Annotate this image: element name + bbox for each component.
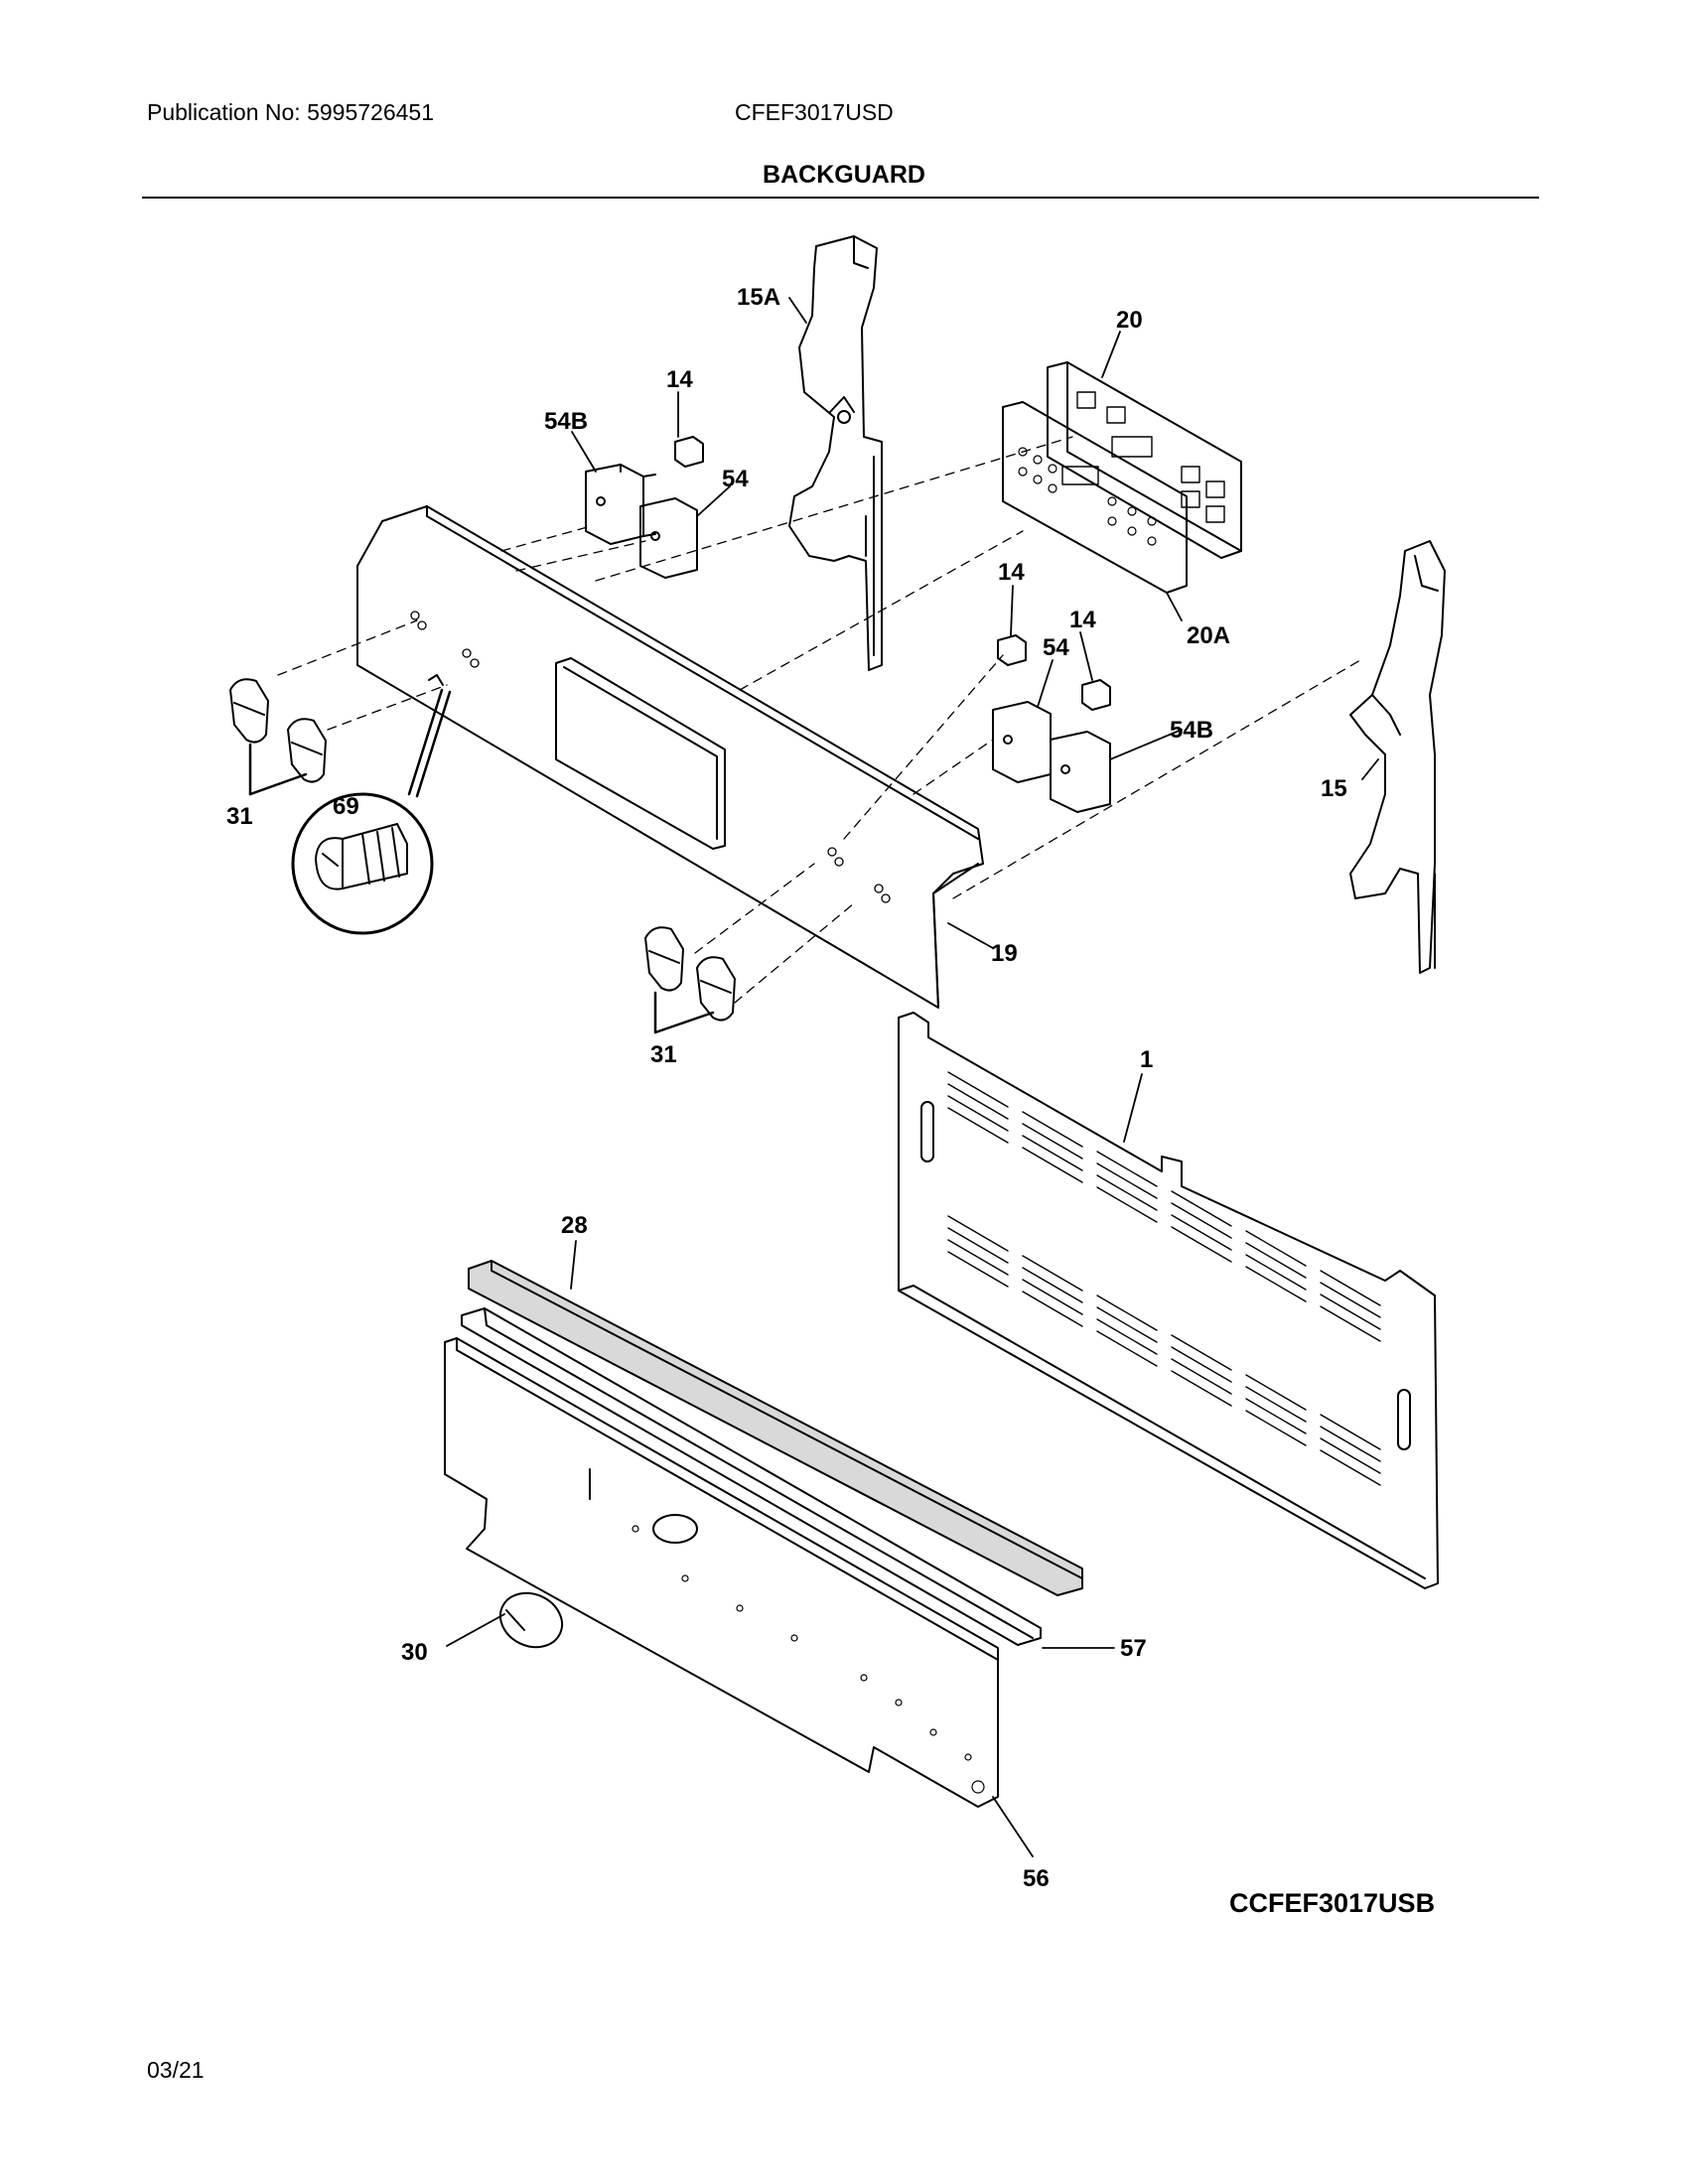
infinite-switch-54-lower	[992, 701, 1052, 783]
callout-labels: 15A 20 14 54B 54 14 14 54 20A 54B 15 31 …	[226, 284, 1347, 1892]
control-overlay-20A	[1002, 401, 1188, 594]
gasket-57	[461, 1307, 1042, 1646]
callout-54-upper: 54	[722, 466, 749, 492]
infinite-switch-54B-lower	[1050, 731, 1111, 813]
callout-54-lower: 54	[1043, 634, 1069, 661]
callout-31-upper: 31	[226, 803, 253, 830]
callout-15: 15	[1321, 775, 1347, 802]
callout-28: 28	[561, 1212, 588, 1239]
mounting-plate-56	[444, 1337, 999, 1808]
callout-15A: 15A	[737, 284, 780, 311]
callout-1: 1	[1140, 1046, 1153, 1073]
callout-20A: 20A	[1187, 622, 1230, 649]
side-bracket-right-15	[1349, 540, 1446, 974]
thermal-switch-14-lower-left	[997, 634, 1027, 666]
infinite-switch-54B-upper	[585, 464, 656, 545]
side-bracket-left-15A	[788, 235, 883, 671]
trim-strip-28	[468, 1260, 1083, 1596]
thermal-switch-14-lower-right	[1081, 679, 1111, 711]
rear-panel-1	[898, 1012, 1439, 1589]
model-number: CFEF3017USD	[735, 99, 894, 125]
footer-date: 03/21	[147, 2057, 205, 2083]
callout-14-lower-left: 14	[998, 559, 1025, 586]
assembly-guide-lines	[277, 436, 1361, 1004]
callout-14-lower-right: 14	[1069, 607, 1096, 633]
callout-57: 57	[1120, 1635, 1147, 1662]
control-knobs-31-lower	[644, 926, 736, 1022]
callout-30: 30	[401, 1639, 428, 1666]
infinite-switch-54-upper	[639, 497, 698, 579]
header-rule	[142, 197, 1539, 199]
leader-lines	[446, 297, 1379, 1857]
callout-14-upper: 14	[666, 366, 693, 393]
section-title: BACKGUARD	[763, 161, 925, 189]
callout-31-lower: 31	[650, 1041, 677, 1068]
control-panel-19	[356, 505, 984, 1009]
hole-plug-30	[498, 1591, 564, 1649]
callout-54B-lower: 54B	[1170, 717, 1213, 744]
diagram-id: CCFEF3017USB	[1229, 1888, 1436, 1918]
callout-20: 20	[1116, 307, 1143, 334]
control-knobs-31-upper	[229, 678, 327, 783]
thermal-switch-14-upper	[674, 436, 704, 468]
callout-54B-upper: 54B	[544, 408, 588, 435]
electronic-oven-control-20	[1047, 361, 1242, 559]
callout-19: 19	[991, 940, 1018, 967]
callout-56: 56	[1023, 1865, 1050, 1892]
publication-number: Publication No: 5995726451	[147, 99, 435, 125]
callout-69: 69	[333, 793, 359, 820]
screw-detail-69	[291, 688, 452, 935]
